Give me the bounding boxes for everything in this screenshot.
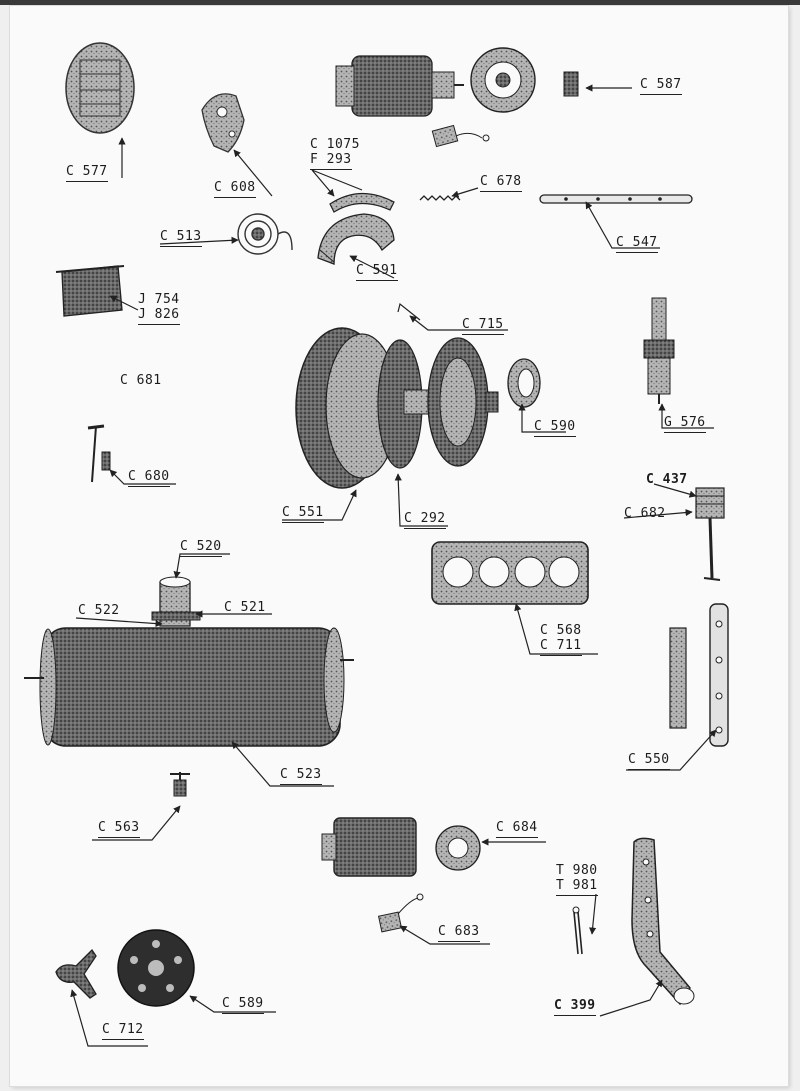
label-c715: C 715 [462,318,504,335]
label-c399: C 399 [554,999,596,1016]
label-c292: C 292 [404,512,446,529]
label-c608: C 608 [214,181,256,198]
label-c521: C 521 [224,600,266,615]
label-c437: C 437 [646,472,688,487]
label-c1075: C 1075 [310,137,360,152]
part-c587-illustration [563,71,579,97]
generator-illustration [321,817,417,877]
part-c523-illustration [24,627,354,747]
part-j754-illustration [55,265,125,317]
starter-motor-illustration [335,55,464,117]
part-c1075-illustration [329,192,395,213]
part-c520-illustration [151,576,201,627]
label-t980: T 980 [556,863,598,878]
part-c589-illustration [117,929,195,1007]
end-plate-illustration [470,47,536,113]
part-c568-illustration [431,541,589,605]
part-c590-illustration [507,358,541,408]
label-c590: C 590 [534,420,576,437]
label-g576: G 576 [664,416,706,433]
label-c551: C 551 [282,506,324,523]
catalog-sheet [10,6,788,1086]
part-c591-illustration [317,213,395,265]
part-c399-illustration [631,837,695,1006]
label-c568: C 568 [540,623,582,638]
label-f293: F 293 [310,153,352,170]
label-c682: C 682 [624,506,666,521]
label-c547: C 547 [616,236,658,253]
label-c513: C 513 [160,230,202,247]
label-c684: C 684 [496,821,538,838]
part-c513-illustration [237,213,293,255]
part-c683-illustration [377,893,424,933]
label-c522: C 522 [78,603,120,618]
part-c577-illustration [65,42,135,134]
part-c684-illustration [435,825,481,871]
label-c712: C 712 [102,1023,144,1040]
part-c437-illustration [695,487,725,581]
flywheel-clutch-illustration [295,302,499,489]
part-c563-illustration [170,772,190,797]
brush-illustration [431,124,490,148]
part-c680-illustration [87,424,111,483]
part-c608-illustration [201,93,245,153]
label-c589: C 589 [222,997,264,1014]
label-c683: C 683 [438,925,480,942]
label-c680: C 680 [128,470,170,487]
part-c547-illustration [539,194,693,204]
label-c681: C 681 [120,373,162,388]
label-c563: C 563 [98,821,140,838]
label-t981: T 981 [556,879,598,896]
label-c591: C 591 [356,264,398,281]
part-g576-illustration [643,297,675,404]
label-c587: C 587 [640,78,682,95]
label-c550: C 550 [628,753,670,770]
part-c550-illustration [669,603,729,747]
leader-lines [70,84,717,1047]
part-t980-illustration [572,906,583,955]
label-c523: C 523 [280,768,322,785]
label-c520: C 520 [180,540,222,557]
label-j826: J 826 [138,308,180,325]
top-border [0,0,800,5]
label-c577: C 577 [66,165,108,182]
label-c678: C 678 [480,175,522,192]
label-c711: C 711 [540,639,582,656]
part-c678-illustration [419,195,461,201]
label-j754: J 754 [138,292,180,307]
part-c712-illustration [55,948,97,999]
